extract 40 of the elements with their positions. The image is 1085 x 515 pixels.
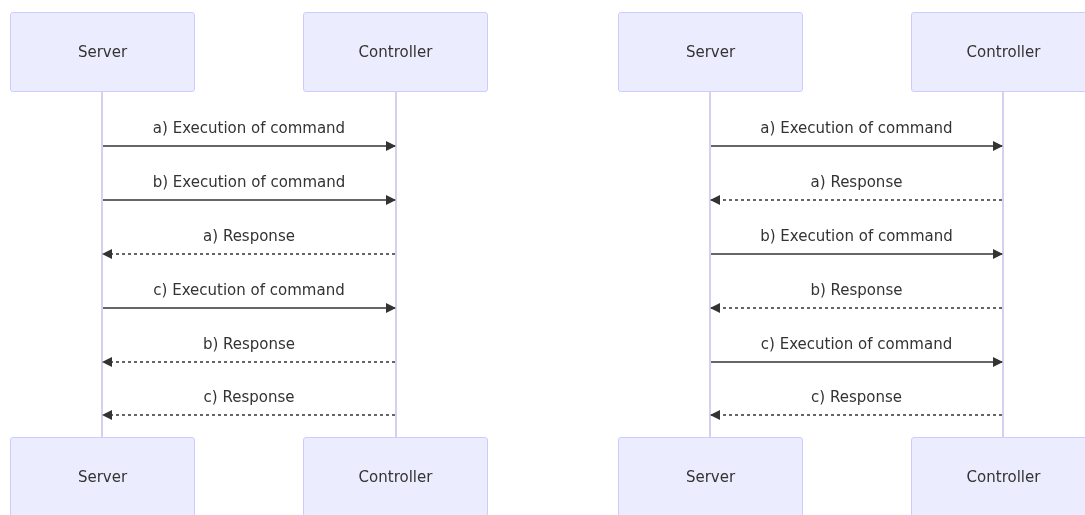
arrow — [102, 303, 396, 313]
dashed-arrow — [710, 410, 1003, 420]
participant-name: Server — [685, 468, 736, 486]
edge-label: c) Response — [201, 388, 297, 406]
dashed-arrow — [710, 195, 1003, 205]
participant-box — [911, 12, 1085, 92]
participant-name: Controller — [358, 43, 433, 61]
edge-label: a) Response — [808, 173, 905, 191]
dashed-arrow — [102, 357, 396, 367]
participant-box — [10, 12, 195, 92]
edge-label: c) Execution of command — [151, 281, 347, 299]
lifeline — [101, 92, 103, 437]
participant-name: Controller — [358, 468, 433, 486]
edge-label: a) Execution of command — [758, 119, 955, 137]
edge-label: b) Response — [808, 281, 905, 299]
participant-box — [303, 437, 488, 515]
lifeline — [709, 92, 711, 437]
participant-name: Controller — [966, 43, 1041, 61]
edge-label: a) Response — [201, 227, 297, 245]
lifeline — [1002, 92, 1004, 437]
lifeline — [395, 92, 397, 437]
participant-box — [618, 437, 803, 515]
arrow — [710, 249, 1003, 259]
participant-box — [618, 12, 803, 92]
participant-box — [303, 12, 488, 92]
participant-box — [911, 437, 1085, 515]
arrow — [102, 195, 396, 205]
participant-name: Server — [685, 43, 736, 61]
arrow — [710, 357, 1003, 367]
participant-name: Controller — [966, 468, 1041, 486]
edge-label: b) Execution of command — [758, 227, 955, 245]
arrow — [710, 141, 1003, 151]
edge-label: c) Response — [809, 388, 904, 406]
dashed-arrow — [102, 410, 396, 420]
dashed-arrow — [102, 249, 396, 259]
participant-box — [10, 437, 195, 515]
participant-name: Server — [77, 468, 128, 486]
participant-name: Server — [77, 43, 128, 61]
dashed-arrow — [710, 303, 1003, 313]
arrow — [102, 141, 396, 151]
